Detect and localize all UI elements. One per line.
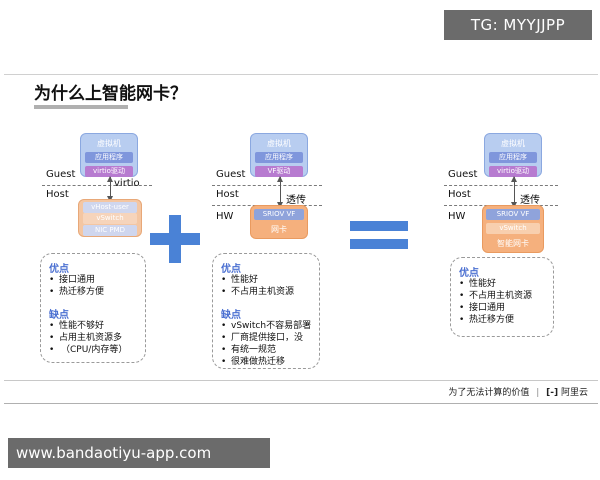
host-item-vswitch: vSwitch — [83, 213, 137, 224]
layer-label-host: Host — [448, 189, 471, 200]
layer-label-host: Host — [216, 189, 239, 200]
layer-label-guest: Guest — [448, 169, 478, 180]
pros-item: 热迁移方便 — [457, 314, 532, 326]
link-label: 透传 — [520, 195, 540, 206]
layer-label-hw: HW — [448, 211, 466, 222]
vm-driver: virtio驱动 — [85, 166, 133, 177]
footer: 为了无法计算的价值 | [-] 阿里云 — [448, 385, 588, 398]
equals-sign-top — [350, 221, 408, 231]
host-item-nic-pmd: NIC PMD — [83, 225, 137, 236]
pros-heading: 优点 — [49, 264, 69, 275]
pros-item: 性能好 — [457, 278, 532, 290]
nic-card: SRIOV VF 网卡 — [250, 205, 308, 239]
vm-app: 应用程序 — [489, 152, 537, 163]
cons-list: vSwitch不容易部署 厂商提供接口，没 有统一规范 很难做热迁移 — [219, 320, 311, 368]
pros-list: 接口通用 热迁移方便 — [47, 274, 104, 298]
vm-app: 应用程序 — [255, 152, 303, 163]
guest-host-divider — [212, 185, 322, 186]
cons-item: 厂商提供接口，没 — [219, 332, 311, 344]
aliyun-logo-icon: [-] — [546, 388, 559, 398]
host-stack: vHost-user vSwitch NIC PMD — [78, 199, 142, 237]
host-item-vhost: vHost-user — [83, 202, 137, 213]
sriov-vf: SRIOV VF — [486, 209, 540, 220]
watermark-label: www.bandaotiyu-app.com — [8, 438, 270, 468]
pros-item: 接口通用 — [457, 302, 532, 314]
layer-label-guest: Guest — [216, 169, 246, 180]
cons-item: 有统一规范 — [219, 344, 311, 356]
sriov-vf: SRIOV VF — [254, 209, 304, 220]
telegram-label: TG: MYYJJPP — [444, 10, 592, 40]
layer-label-guest: Guest — [46, 169, 76, 180]
passthrough-arrow — [277, 176, 283, 208]
nic-label: 网卡 — [271, 225, 287, 234]
pros-item: 不占用主机资源 — [219, 286, 294, 298]
vm-title: 虚拟机 — [267, 139, 291, 148]
pros-list: 性能好 不占用主机资源 — [219, 274, 294, 298]
guest-host-divider — [42, 185, 152, 186]
pros-item: 接口通用 — [47, 274, 104, 286]
virtual-machine: 虚拟机 应用程序 VF驱动 — [250, 133, 308, 177]
smart-nic-label: 智能网卡 — [497, 239, 529, 248]
pros-item: 热迁移方便 — [47, 286, 104, 298]
title-underline — [34, 105, 128, 109]
link-label: 透传 — [286, 195, 306, 206]
pros-list: 性能好 不占用主机资源 接口通用 热迁移方便 — [457, 278, 532, 326]
pros-item: 性能好 — [219, 274, 294, 286]
pros-heading: 优点 — [221, 264, 241, 275]
vm-driver: VF驱动 — [255, 166, 303, 177]
cons-item: （CPU/内存等） — [47, 344, 127, 356]
pros-heading: 优点 — [459, 268, 479, 279]
cons-list: 性能不够好 占用主机资源多 （CPU/内存等） — [47, 320, 127, 356]
cons-item: 性能不够好 — [47, 320, 127, 332]
cons-item: 很难做热迁移 — [219, 356, 311, 368]
vm-app: 应用程序 — [85, 152, 133, 163]
slide-title: 为什么上智能网卡？ — [34, 84, 187, 104]
cons-heading: 缺点 — [49, 310, 69, 321]
vm-title: 虚拟机 — [501, 139, 525, 148]
footer-divider — [4, 380, 598, 381]
virtual-machine: 虚拟机 应用程序 virtio驱动 — [484, 133, 542, 177]
footer-slogan: 为了无法计算的价值 — [448, 388, 530, 398]
slide: 为什么上智能网卡？ Guest Host 虚拟机 应用程序 virtio驱动 v… — [4, 74, 598, 404]
vswitch-offload: vSwitch — [486, 223, 540, 234]
link-label: virtio — [114, 178, 140, 189]
plus-sign-vertical — [169, 215, 181, 263]
equals-sign-bottom — [350, 239, 408, 249]
cons-item: vSwitch不容易部署 — [219, 320, 311, 332]
cons-heading: 缺点 — [221, 310, 241, 321]
vm-title: 虚拟机 — [97, 139, 121, 148]
pros-item: 不占用主机资源 — [457, 290, 532, 302]
virtual-machine: 虚拟机 应用程序 virtio驱动 — [80, 133, 138, 177]
vm-driver: virtio驱动 — [489, 166, 537, 177]
pros-cons-card: 优点 性能好 不占用主机资源 缺点 vSwitch不容易部署 厂商提供接口，没 … — [212, 253, 320, 369]
smart-nic-card: SRIOV VF vSwitch 智能网卡 — [482, 205, 544, 253]
layer-label-host: Host — [46, 189, 69, 200]
passthrough-arrow — [511, 176, 517, 208]
layer-label-hw: HW — [216, 211, 234, 222]
footer-separator: | — [536, 388, 540, 398]
pros-card: 优点 性能好 不占用主机资源 接口通用 热迁移方便 — [450, 257, 554, 337]
pros-cons-card: 优点 接口通用 热迁移方便 缺点 性能不够好 占用主机资源多 （CPU/内存等） — [40, 253, 146, 363]
virtio-arrow — [107, 176, 113, 202]
cons-item: 占用主机资源多 — [47, 332, 127, 344]
footer-brand: 阿里云 — [560, 388, 588, 398]
guest-host-divider — [444, 185, 558, 186]
